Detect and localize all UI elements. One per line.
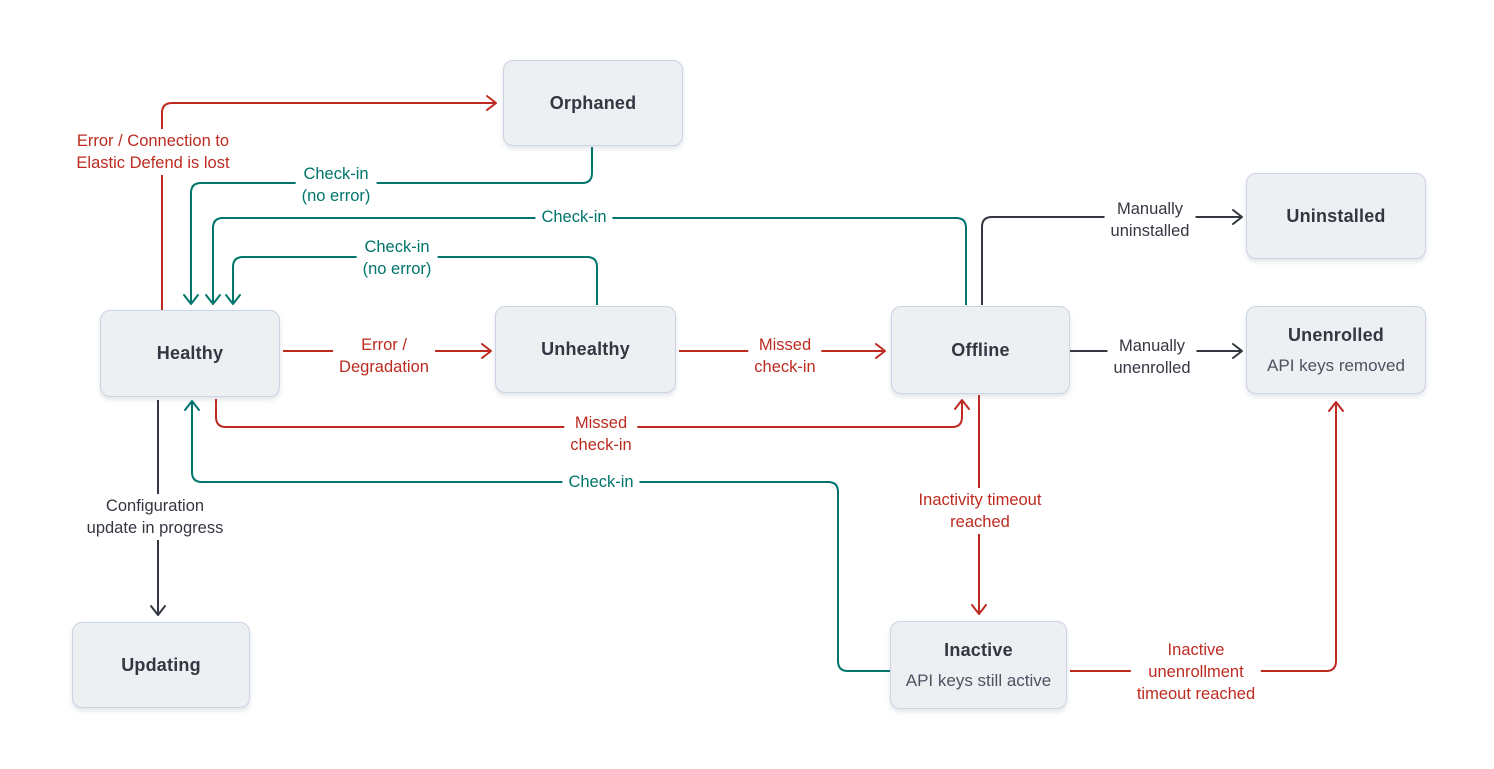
edge-inactive-to-unenrolled [1070, 401, 1344, 672]
edge-healthy-to-orphaned [161, 95, 497, 310]
edge-healthy-to-offline [215, 399, 970, 428]
edge-offline-to-healthy [205, 217, 967, 305]
edge-unhealthy-to-healthy [225, 256, 598, 305]
edge-offline-to-uninstalled [981, 209, 1243, 305]
edge-inactive-to-healthy [184, 400, 890, 672]
edge-orphaned-to-healthy [183, 147, 593, 305]
